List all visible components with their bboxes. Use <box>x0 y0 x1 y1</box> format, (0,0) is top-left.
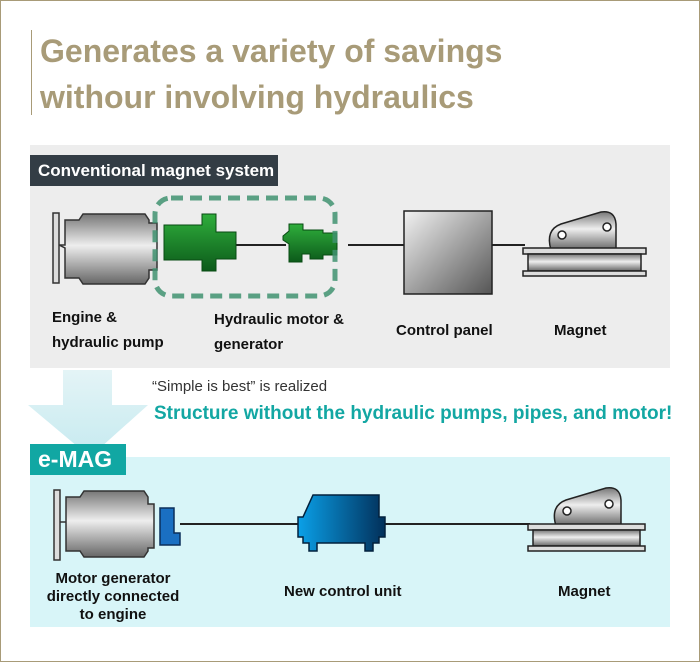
page-title: Generates a variety of savings withour i… <box>40 28 502 120</box>
title-line2: withour involving hydraulics <box>40 79 474 115</box>
hydraulic-motor-graphic <box>282 223 338 263</box>
engine-label-line1: Engine & <box>52 309 118 326</box>
hydraulic-motor-label-line1: Hydraulic motor & <box>214 311 345 328</box>
engine-pump-graphic <box>52 212 158 285</box>
magnet-label: Magnet <box>554 322 607 339</box>
hydraulic-pump-graphic <box>163 213 237 272</box>
motor-generator-graphic <box>53 489 181 561</box>
emag-magnet-graphic <box>527 487 646 552</box>
motor-generator-label-line2: directly connected <box>46 588 180 605</box>
structure-headline: Structure without the hydraulic pumps, p… <box>154 403 673 424</box>
simple-is-best-text: “Simple is best” is realized <box>152 378 328 395</box>
motor-generator-label-line1: Motor generator <box>55 570 171 587</box>
engine-label-line2: hydraulic pump <box>52 334 164 351</box>
new-control-unit-label: New control unit <box>284 583 402 600</box>
title-line1: Generates a variety of savings <box>40 33 503 69</box>
motor-generator-label: Motor generator directly connected to en… <box>40 570 186 624</box>
control-panel-label: Control panel <box>396 322 493 339</box>
new-control-unit-graphic <box>297 494 386 552</box>
magnet-graphic <box>522 211 647 277</box>
control-panel-graphic <box>403 210 493 295</box>
conventional-tag: Conventional magnet system <box>30 155 278 186</box>
motor-generator-label-line3: to engine <box>79 606 147 623</box>
emag-tag: e-MAG <box>30 444 126 475</box>
down-arrow <box>28 370 148 457</box>
emag-magnet-label: Magnet <box>558 583 611 600</box>
title-accent-bar <box>31 30 32 115</box>
hydraulic-motor-label-line2: generator <box>214 336 284 353</box>
